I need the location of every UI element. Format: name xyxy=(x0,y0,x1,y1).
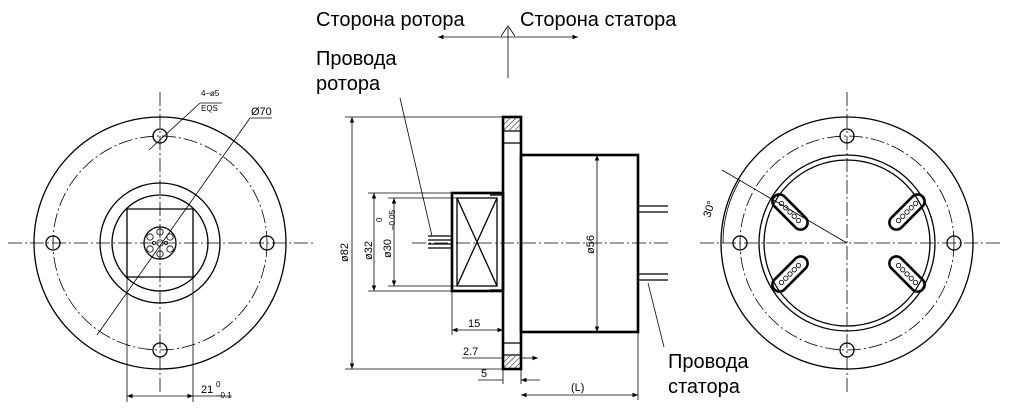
rotor-wire-stubs xyxy=(428,235,452,249)
connector-slot xyxy=(888,255,926,293)
stator-wires-label-1: Провода xyxy=(668,351,749,373)
connector-slot xyxy=(771,193,809,231)
stator-side-label: Сторона статора xyxy=(520,9,677,31)
rotor-side-label: Сторона ротора xyxy=(316,9,465,31)
flat-width-dim: 21 xyxy=(201,384,213,396)
rotor-wires-label-1: Провода xyxy=(316,48,397,70)
bolt-circle-dim: Ø70 xyxy=(251,106,272,118)
body-dia-dim: ø56 xyxy=(585,235,597,254)
mount-hole xyxy=(732,235,748,251)
angle-dim: 30° xyxy=(701,199,718,219)
connector-slot xyxy=(771,255,809,293)
mount-hole xyxy=(259,235,275,251)
stator-side-view: 30° xyxy=(700,92,1000,392)
connector-slot xyxy=(888,193,926,231)
mount-hole xyxy=(839,128,855,144)
rotor-wires-label-2: ротора xyxy=(316,73,381,95)
body-inner-circle xyxy=(763,159,931,327)
body-circle xyxy=(758,154,936,332)
len-5-dim: 5 xyxy=(481,368,487,380)
svg-text:–0.1: –0.1 xyxy=(216,391,232,400)
bolt-circle xyxy=(739,135,955,351)
svg-text:–0.05: –0.05 xyxy=(388,209,397,230)
svg-text:0: 0 xyxy=(216,380,221,389)
mount-hole xyxy=(152,342,168,358)
bolt-circle xyxy=(52,135,268,351)
mount-hole xyxy=(839,342,855,358)
shoulder-circle xyxy=(99,182,221,304)
mount-hole xyxy=(45,235,61,251)
mount-hole xyxy=(946,235,962,251)
outer-dia-dim: ø82 xyxy=(339,243,351,262)
svg-text:0: 0 xyxy=(375,217,384,222)
stator-body xyxy=(519,153,640,334)
len-2-7-dim: 2.7 xyxy=(463,346,478,358)
rotor-dia-dim: ø32 xyxy=(363,241,375,260)
mount-hole xyxy=(152,128,168,144)
flange-outer-circle xyxy=(33,116,287,370)
len-15-dim: 15 xyxy=(468,318,480,330)
shaft-circle xyxy=(111,194,209,292)
side-view: ø82 ø32 ø30 0 –0.05 ø56 15 2.7 5 (L) xyxy=(339,97,668,400)
holes-dim: 4–ø5 xyxy=(201,89,220,98)
holes-eqs: EQS xyxy=(201,104,218,113)
stator-wires-label-2: статора xyxy=(668,376,741,398)
stator-wire-stubs xyxy=(638,205,668,281)
rotor xyxy=(450,191,505,293)
shaft-dia-dim: ø30 xyxy=(382,239,394,258)
len-L-dim: (L) xyxy=(571,382,584,394)
flange-outer-circle xyxy=(720,116,974,370)
side-indicator: Сторона ротора Сторона статора xyxy=(316,9,677,78)
rotor-side-view: 4–ø5 EQS Ø70 21 0 –0.1 xyxy=(8,89,314,402)
